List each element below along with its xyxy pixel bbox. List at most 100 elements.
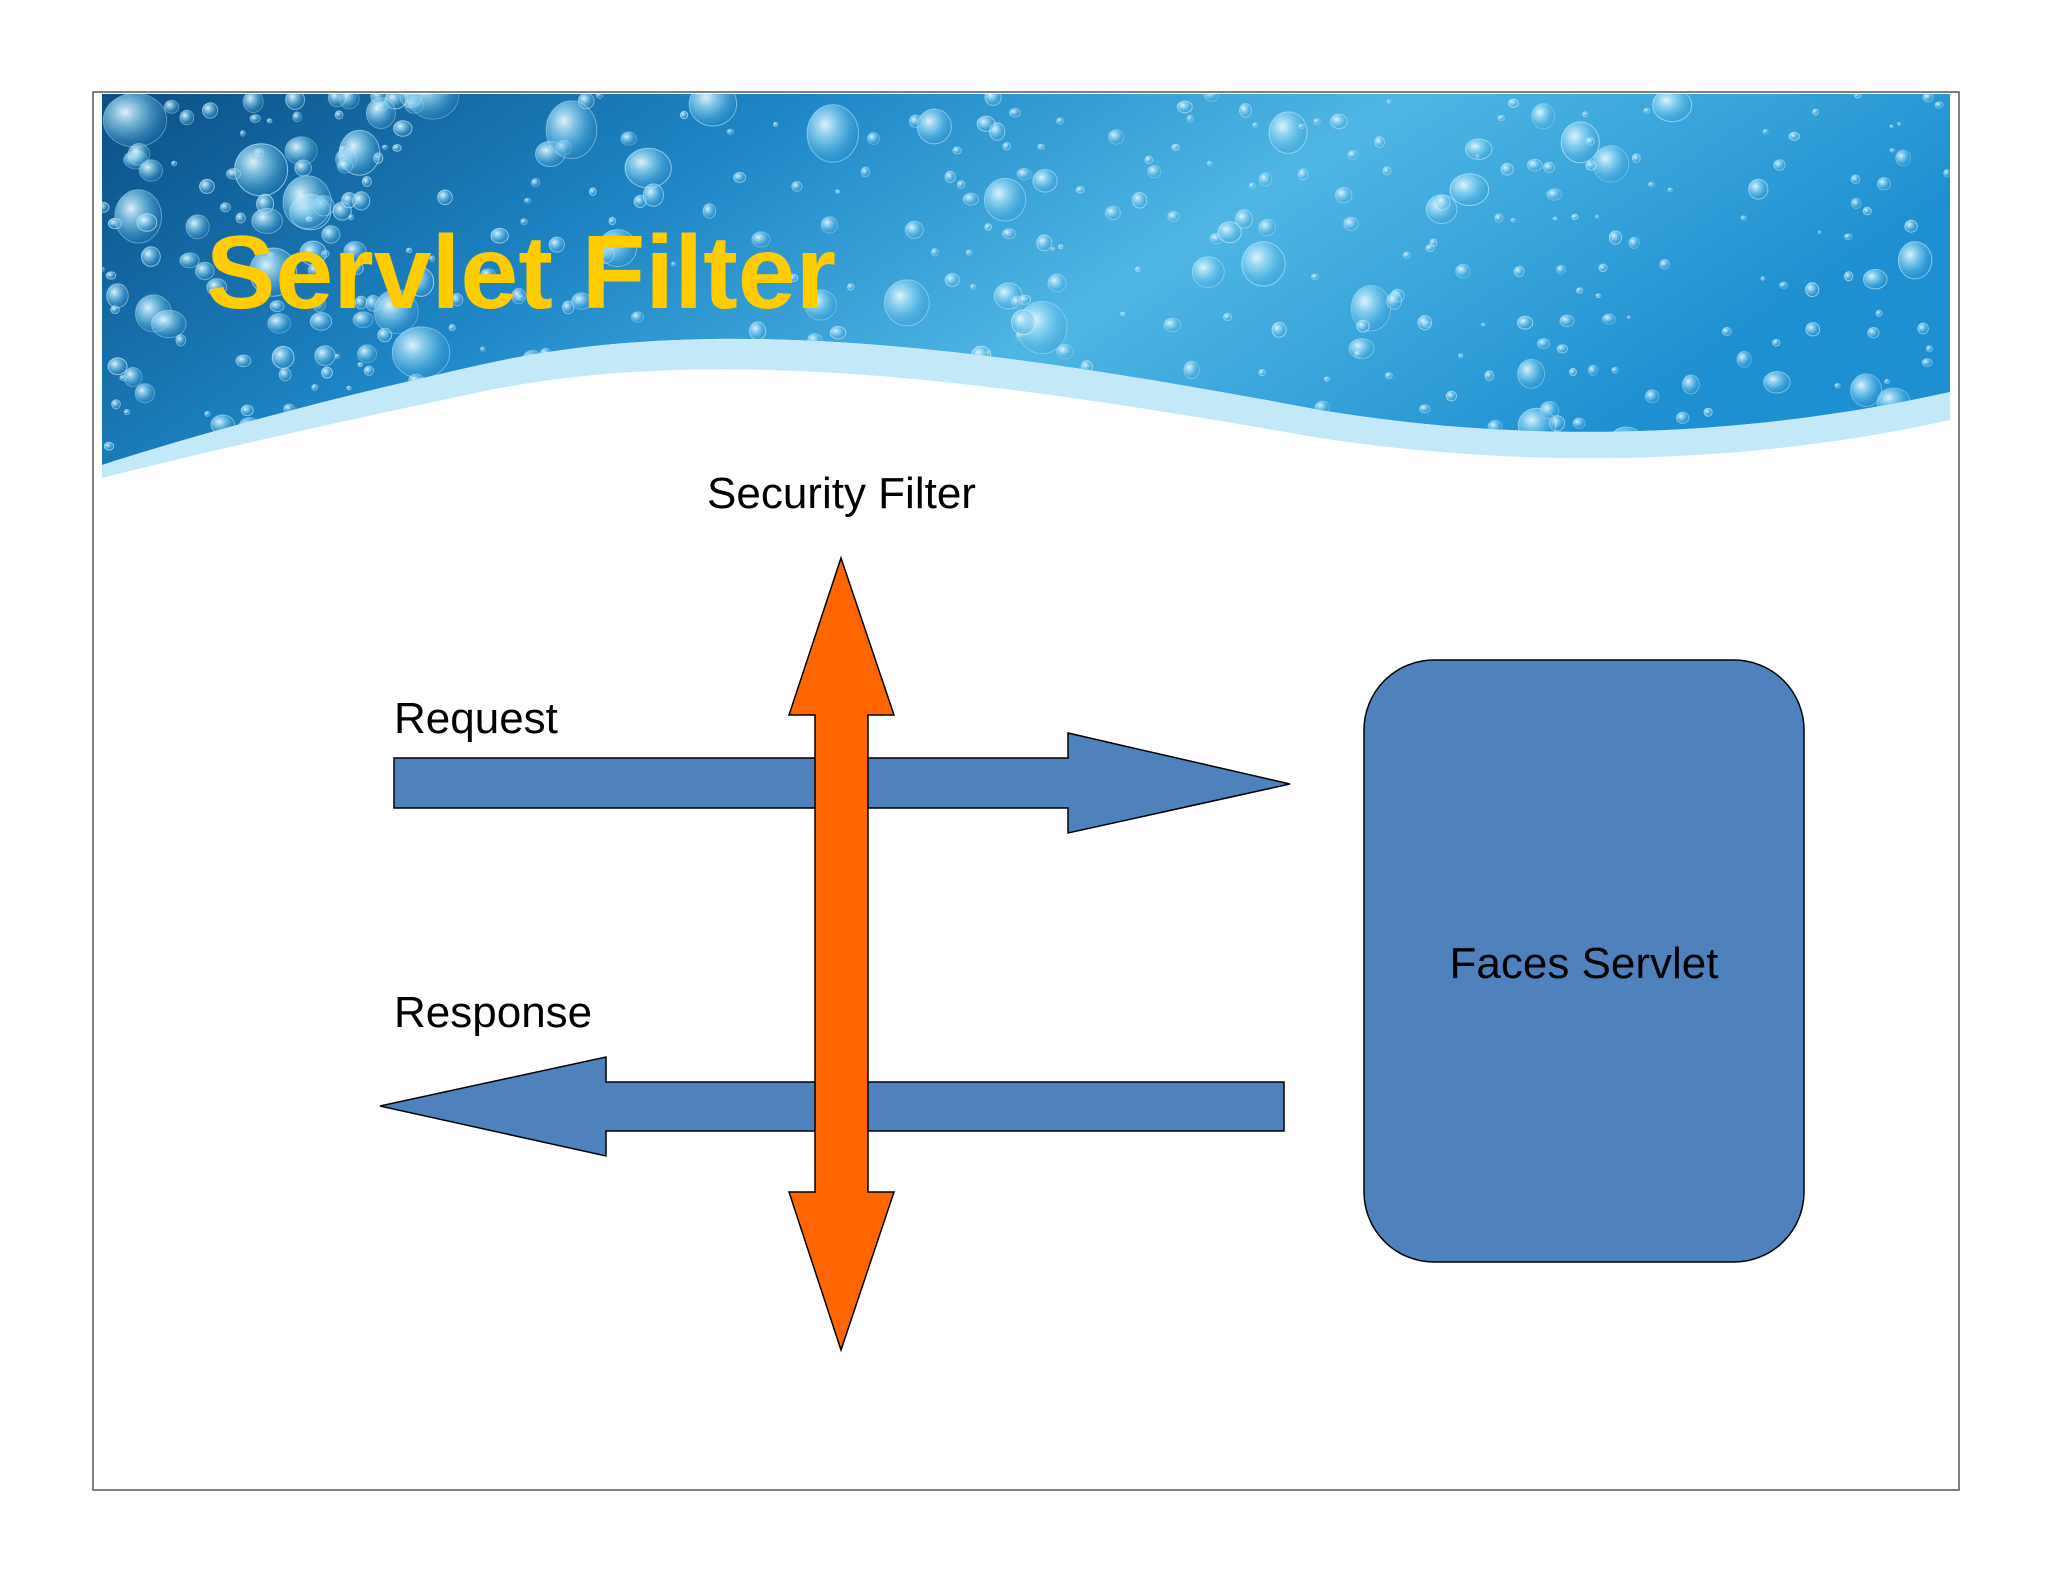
bubble [773,122,778,127]
bubble [1167,210,1180,222]
bubble [1884,378,1891,385]
bubble [336,158,354,174]
bubble [1889,148,1895,153]
bubble [688,94,738,127]
bubble [1582,111,1588,118]
bubble [365,97,396,129]
bubble [373,289,419,335]
bubble [965,249,973,256]
bubble [357,344,377,364]
bubble [138,159,163,182]
bubble [1497,115,1505,121]
bubble [1011,309,1036,336]
bubble [1258,172,1273,187]
bubble [450,293,464,307]
bubble [1036,234,1053,252]
bubble [1268,111,1308,154]
bubble [106,283,129,309]
bubble [523,197,532,204]
bubble [102,201,110,213]
bubble [671,261,676,267]
bubble [1531,103,1555,130]
bubble [1748,178,1769,200]
bubble [1850,174,1861,185]
bubble [984,94,1002,106]
bubble [1897,121,1902,126]
bubble [1721,326,1732,336]
bubble [976,115,996,132]
bubble [1736,350,1752,368]
bubble [1560,121,1600,164]
bubble [1517,315,1534,330]
bubble [1572,417,1586,429]
bubble [1788,131,1800,141]
bubble [1539,400,1560,420]
bubble [1876,177,1892,191]
bubble [1144,155,1154,165]
bubble [141,246,161,267]
bubble [1353,349,1363,359]
bubble [1592,145,1630,183]
header-banner [102,94,1950,478]
bubble [1834,383,1841,389]
bubble [1120,311,1126,316]
bubble [1147,164,1162,179]
bubble [311,384,319,391]
bubble [642,183,665,207]
security-filter-label: Security Filter [707,469,976,518]
bubble [1556,344,1568,354]
bubble [195,261,215,281]
bubble [835,189,840,194]
bubble [1018,294,1032,305]
bubble [1895,149,1912,167]
bubble [1171,143,1180,151]
bubble [1643,107,1651,114]
bubble [352,311,374,329]
bubble [1862,206,1872,216]
bubble [1843,233,1853,241]
bubble [1050,246,1056,252]
bubble [733,171,747,183]
bubble [1186,114,1194,123]
bubble [1805,322,1821,337]
bubble [1703,407,1713,417]
bubble [1183,360,1200,380]
bubble [242,94,264,113]
bubble [1075,186,1085,194]
bubble [392,144,402,152]
response-label: Response [394,988,592,1037]
bubble [1862,269,1888,290]
bubble [1056,343,1074,360]
bubble [1587,364,1599,377]
bubble [202,102,219,119]
bubble [1922,94,1934,103]
bubble [226,168,241,180]
bubble [1510,218,1516,223]
bubble [249,114,261,123]
bubble [680,110,689,120]
bubble [1652,94,1693,123]
bubble [751,231,771,248]
bubble [312,296,326,313]
bubble [266,118,273,124]
bubble [1867,327,1880,339]
bubble [1850,197,1862,210]
bubble [163,99,180,114]
bubble [239,130,246,137]
bubble [1934,101,1944,109]
bubble [1217,221,1242,244]
bubble [620,131,638,146]
bubble [562,300,575,315]
bubble [791,181,803,192]
bubble [1647,181,1656,188]
bubble [1543,161,1555,174]
bubble [1435,194,1451,210]
bubble [134,383,156,404]
bubble [199,178,215,194]
bubble [179,109,195,126]
bubble [1271,321,1287,338]
bubble [175,334,187,347]
bubble [1056,117,1064,125]
bubble [1676,411,1690,424]
faces-servlet-label: Faces Servlet [1450,939,1719,988]
